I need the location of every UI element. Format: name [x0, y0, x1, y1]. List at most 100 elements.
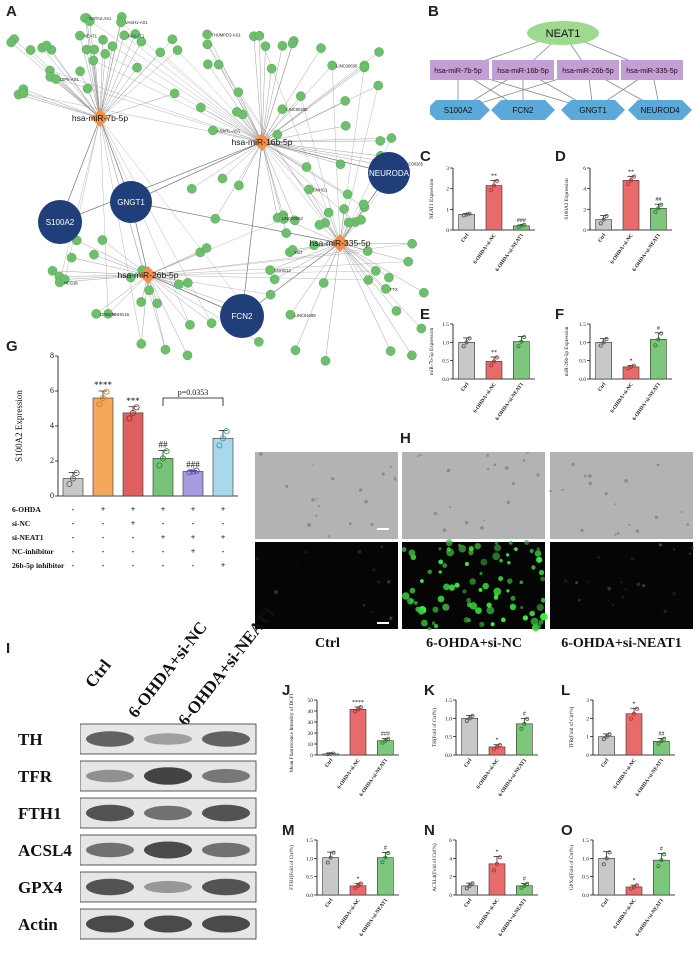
- brightfield-cell: [654, 515, 659, 519]
- treatment-sign: +: [221, 533, 226, 542]
- brightfield-cell: [358, 488, 363, 492]
- fluorescent-cell: [575, 581, 579, 584]
- blot-band: [144, 733, 192, 745]
- lncrna-node: [316, 43, 326, 53]
- brightfield-cell: [389, 465, 392, 469]
- data-point: [356, 707, 361, 712]
- brightfield-cell: [487, 467, 490, 471]
- y-tick-label: 1.0: [442, 340, 449, 346]
- network-link: [147, 250, 368, 276]
- significance-mark: ****: [94, 380, 113, 390]
- data-point: [653, 210, 658, 215]
- gene-node: [220, 294, 264, 338]
- fluorescent-cell: [490, 622, 495, 627]
- gene-hex: [561, 100, 625, 120]
- data-point: [386, 736, 391, 741]
- y-tick-label: 6: [449, 838, 452, 844]
- lncrna-label: SNHG12: [274, 268, 291, 273]
- data-point: [130, 409, 137, 416]
- lncrna-label: OIP5-AS1: [60, 77, 80, 82]
- mirna-box: [492, 60, 554, 80]
- lncrna-node: [359, 62, 370, 73]
- bar: [598, 736, 615, 756]
- data-point: [626, 182, 631, 187]
- fluorescent-cell: [522, 615, 529, 621]
- data-point: [629, 178, 634, 183]
- lncrna-node: [281, 228, 292, 238]
- network-link: [130, 141, 263, 203]
- lncrna-node: [374, 47, 384, 57]
- treatment-sign: -: [72, 547, 75, 556]
- lncrna-node: [119, 30, 130, 41]
- lncrna-label: SNHG1: [313, 187, 328, 192]
- data-point: [100, 395, 107, 402]
- lncrna-node: [314, 220, 325, 230]
- bar: [322, 857, 339, 896]
- treatment-sign: -: [222, 547, 225, 556]
- data-point: [601, 737, 606, 742]
- x-tick-label: Ctrl: [460, 232, 471, 243]
- bar: [152, 458, 174, 497]
- bar: [377, 740, 394, 756]
- network-link: [339, 242, 386, 289]
- network-link: [177, 49, 263, 143]
- brightfield-cell: [656, 463, 660, 467]
- lncrna-label: FTX: [390, 287, 398, 292]
- fluorescent-cell: [620, 581, 623, 584]
- gene-label: FCN2: [232, 312, 253, 321]
- fluorescent-cell: [540, 612, 548, 621]
- y-tick-label: 2: [586, 716, 589, 722]
- data-point: [525, 716, 530, 721]
- y-tick-label: 1: [446, 207, 449, 213]
- network-link: [339, 242, 413, 356]
- wb-lane-sineat1: 6-OHDA+si-NEAT1: [174, 602, 280, 730]
- data-point: [659, 202, 664, 207]
- x-tick-label: 6-OHDA+si-NC: [472, 382, 497, 415]
- fluorescent-cell: [563, 579, 568, 583]
- bar: [377, 857, 394, 896]
- data-point: [470, 713, 475, 718]
- data-point: [656, 337, 661, 342]
- lncrna-node: [272, 129, 283, 140]
- y-tick-label: 30: [308, 720, 314, 726]
- x-tick-label: Ctrl: [600, 757, 611, 768]
- brightfield-cell: [446, 468, 451, 473]
- fluorescent-cell: [427, 569, 433, 575]
- fluorescent-cell: [420, 619, 428, 627]
- data-point: [601, 217, 606, 222]
- network-link: [261, 125, 346, 143]
- fluorescent-cell: [507, 578, 513, 584]
- bar: [488, 746, 506, 756]
- blot-band: [144, 915, 192, 933]
- mirna-hub-diamond: [331, 234, 349, 252]
- blot-band: [202, 915, 250, 933]
- fluorescent-cell: [479, 571, 483, 575]
- network-link: [99, 117, 249, 312]
- fluorescent-cell: [597, 555, 600, 559]
- data-point: [494, 178, 499, 183]
- fluorescent-cell: [438, 559, 444, 565]
- fluorescent-cell: [408, 549, 416, 557]
- significance-mark: ***: [126, 396, 140, 406]
- data-point: [629, 886, 634, 891]
- fluorescent-cell: [519, 580, 524, 585]
- mirna-hub-diamond: [91, 109, 109, 127]
- network-link: [212, 130, 263, 143]
- x-tick-label: 6-OHDA+si-NEAT1: [634, 897, 665, 937]
- y-tick-label: 4: [583, 187, 586, 193]
- y-tick-label: 1.5: [582, 838, 589, 844]
- bar: [653, 740, 670, 756]
- brightfield-image: [255, 452, 398, 539]
- network-link: [339, 242, 390, 278]
- brightfield-cell: [312, 464, 314, 467]
- lncrna-node: [234, 180, 244, 191]
- fluorescent-cell: [438, 547, 442, 551]
- gene-node: [110, 181, 152, 223]
- fluorescent-cell: [454, 582, 460, 588]
- data-point: [492, 746, 497, 751]
- y-tick-label: 1.5: [445, 698, 452, 704]
- brightfield-cell: [614, 533, 617, 536]
- data-point: [631, 174, 636, 179]
- lncrna-node: [97, 235, 108, 245]
